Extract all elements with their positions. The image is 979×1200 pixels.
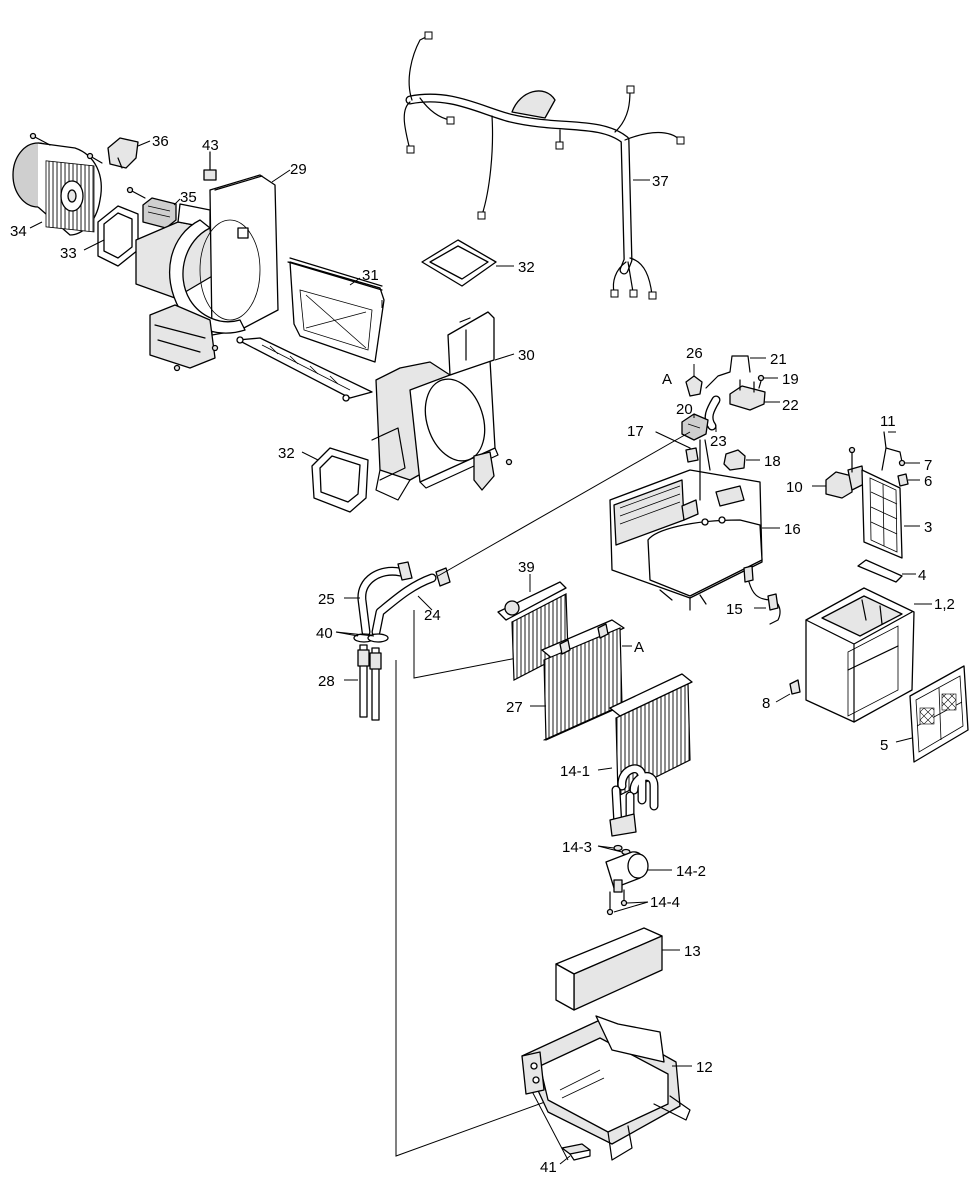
label-34: 34 — [10, 223, 27, 240]
label-21: 21 — [770, 351, 787, 368]
label-6: 6 — [924, 473, 932, 490]
label-36: 36 — [152, 133, 169, 150]
part-15-sensor — [743, 565, 781, 625]
part-8-clip — [775, 679, 801, 703]
label-3: 3 — [924, 519, 932, 536]
part-37-wiring-harness — [403, 31, 685, 300]
label-31: 31 — [362, 267, 379, 284]
part-11-wire — [881, 431, 903, 471]
label-14-4: 14-4 — [650, 894, 680, 911]
part-12-lower-case — [521, 1015, 692, 1161]
label-43: 43 — [202, 137, 219, 154]
label-14-2: 14-2 — [676, 863, 706, 880]
label-33: 33 — [60, 245, 77, 262]
label-25: 25 — [318, 591, 335, 608]
part-7-screw — [898, 459, 920, 467]
part-22-bracket — [729, 379, 780, 411]
label-17: 17 — [627, 423, 644, 440]
label-32-upper: 32 — [518, 259, 535, 276]
part-41-clip — [559, 1143, 591, 1165]
label-12: 12 — [696, 1059, 713, 1076]
part-32-gasket-lower — [301, 447, 369, 513]
ref-A-upper: A — [662, 371, 672, 388]
part-35-resistor — [142, 197, 181, 229]
part-33-gasket — [83, 205, 139, 267]
intake-grille — [236, 336, 373, 402]
label-23: 23 — [710, 433, 727, 450]
label-26: 26 — [686, 345, 703, 362]
label-40: 40 — [316, 625, 333, 642]
part-3-filter — [861, 469, 920, 559]
label-35: 35 — [180, 189, 197, 206]
label-16: 16 — [784, 521, 801, 538]
part-20-expansion-valve — [681, 413, 709, 441]
label-20: 20 — [676, 401, 693, 418]
part-28-pipes — [344, 644, 382, 721]
label-15: 15 — [726, 601, 743, 618]
part-14-1-core — [597, 673, 693, 837]
label-29: 29 — [290, 161, 307, 178]
label-11: 11 — [880, 413, 896, 430]
label-5: 5 — [880, 737, 888, 754]
part-10-actuator — [812, 446, 865, 499]
screws-blower — [29, 132, 146, 199]
part-40-o-rings — [335, 631, 389, 643]
part-16-case — [609, 439, 780, 611]
label-19: 19 — [782, 371, 799, 388]
part-34-blower-motor — [12, 142, 102, 236]
part-19-screw — [757, 374, 778, 389]
label-37: 37 — [652, 173, 669, 190]
label-27: 27 — [506, 699, 523, 716]
label-14-1: 14-1 — [560, 763, 590, 780]
label-13: 13 — [684, 943, 701, 960]
part-1-2-housing — [805, 587, 932, 723]
part-30-case — [371, 311, 515, 501]
part-6-clip — [897, 473, 920, 487]
label-18: 18 — [764, 453, 781, 470]
part-36-actuator — [107, 137, 151, 169]
label-4: 4 — [918, 567, 926, 584]
label-41: 41 — [540, 1159, 557, 1176]
part-43-sensor — [203, 151, 217, 181]
part-27-evaporator-core — [530, 619, 632, 741]
label-14-3: 14-3 — [562, 839, 592, 856]
part-29-blower-case — [135, 169, 291, 372]
part-23-hose — [704, 395, 721, 432]
ref-A-lower: A — [634, 639, 644, 656]
label-30: 30 — [518, 347, 535, 364]
part-17-pipe — [655, 431, 699, 463]
label-39: 39 — [518, 559, 535, 576]
part-32-gasket-upper — [421, 239, 514, 287]
part-14-3-o-rings — [597, 844, 631, 856]
part-14-2-valve — [605, 851, 672, 893]
part-18-connector — [723, 449, 760, 471]
part-31-filter-door — [287, 257, 385, 363]
label-32-lower: 32 — [278, 445, 295, 462]
part-25-hose — [344, 561, 413, 637]
part-5-filter — [895, 665, 969, 763]
part-14-4-bolts — [606, 889, 649, 916]
callout-labels: 36 43 29 35 34 33 37 32 31 30 32 26 A 21… — [10, 133, 955, 1176]
label-1-2: 1,2 — [934, 596, 955, 613]
label-28: 28 — [318, 673, 335, 690]
label-10: 10 — [786, 479, 803, 496]
part-24-hose — [371, 567, 451, 637]
label-8: 8 — [762, 695, 770, 712]
part-13-insulation-block — [555, 927, 680, 1011]
part-4-strip — [857, 559, 916, 583]
label-24: 24 — [424, 607, 441, 624]
label-22: 22 — [782, 397, 799, 414]
label-7: 7 — [924, 457, 932, 474]
part-26-clip — [685, 364, 703, 397]
part-21-pipe — [705, 355, 766, 389]
